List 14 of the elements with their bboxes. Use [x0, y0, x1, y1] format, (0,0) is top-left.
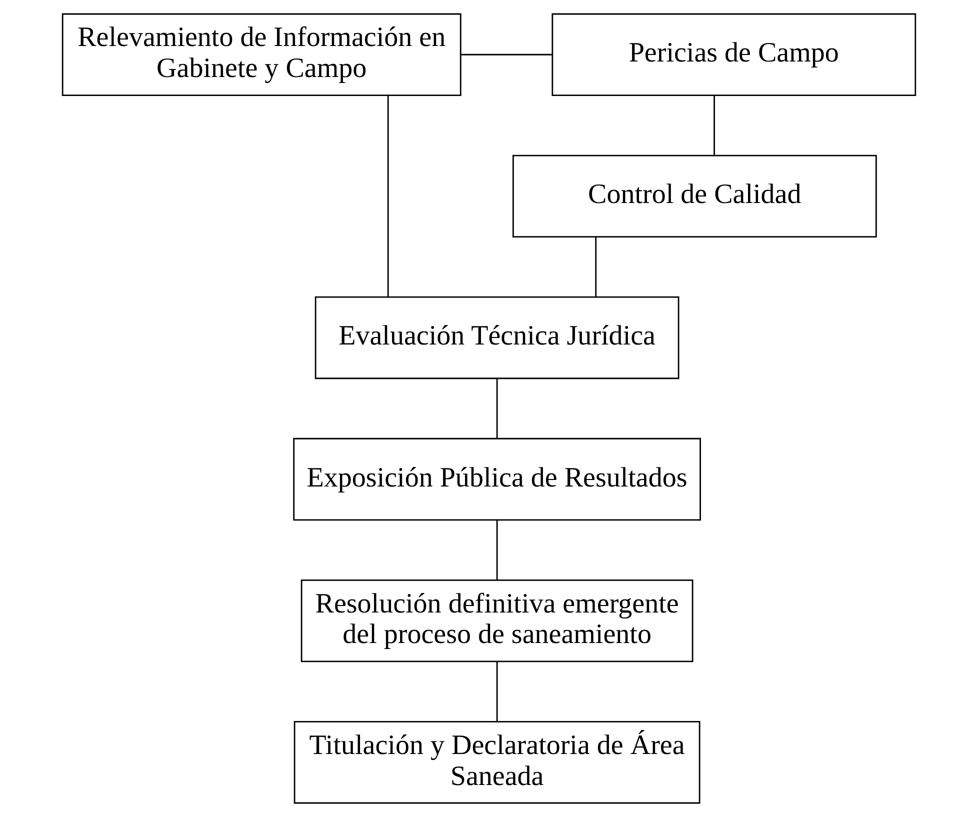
connector: [496, 520, 498, 580]
node-box: Resolución definitiva emergente del proceso de saneamiento: [300, 579, 693, 662]
connector: [496, 378, 498, 438]
node-box: Control de Calidad: [512, 154, 876, 238]
connector: [713, 96, 714, 156]
connector: [594, 237, 596, 297]
node-box: Exposición Pública de Resultados: [292, 438, 700, 521]
node-box: Titulación y Declaratoria de Área Saneada: [293, 721, 700, 804]
connector: [496, 662, 498, 722]
connector: [386, 96, 388, 297]
node-box: Relevamiento de Información en Gabinete y Campo: [61, 13, 461, 96]
node-box: Evaluación Técnica Jurídica: [314, 296, 679, 380]
node-box: Pericias de Campo: [551, 13, 916, 96]
connector: [460, 54, 552, 56]
